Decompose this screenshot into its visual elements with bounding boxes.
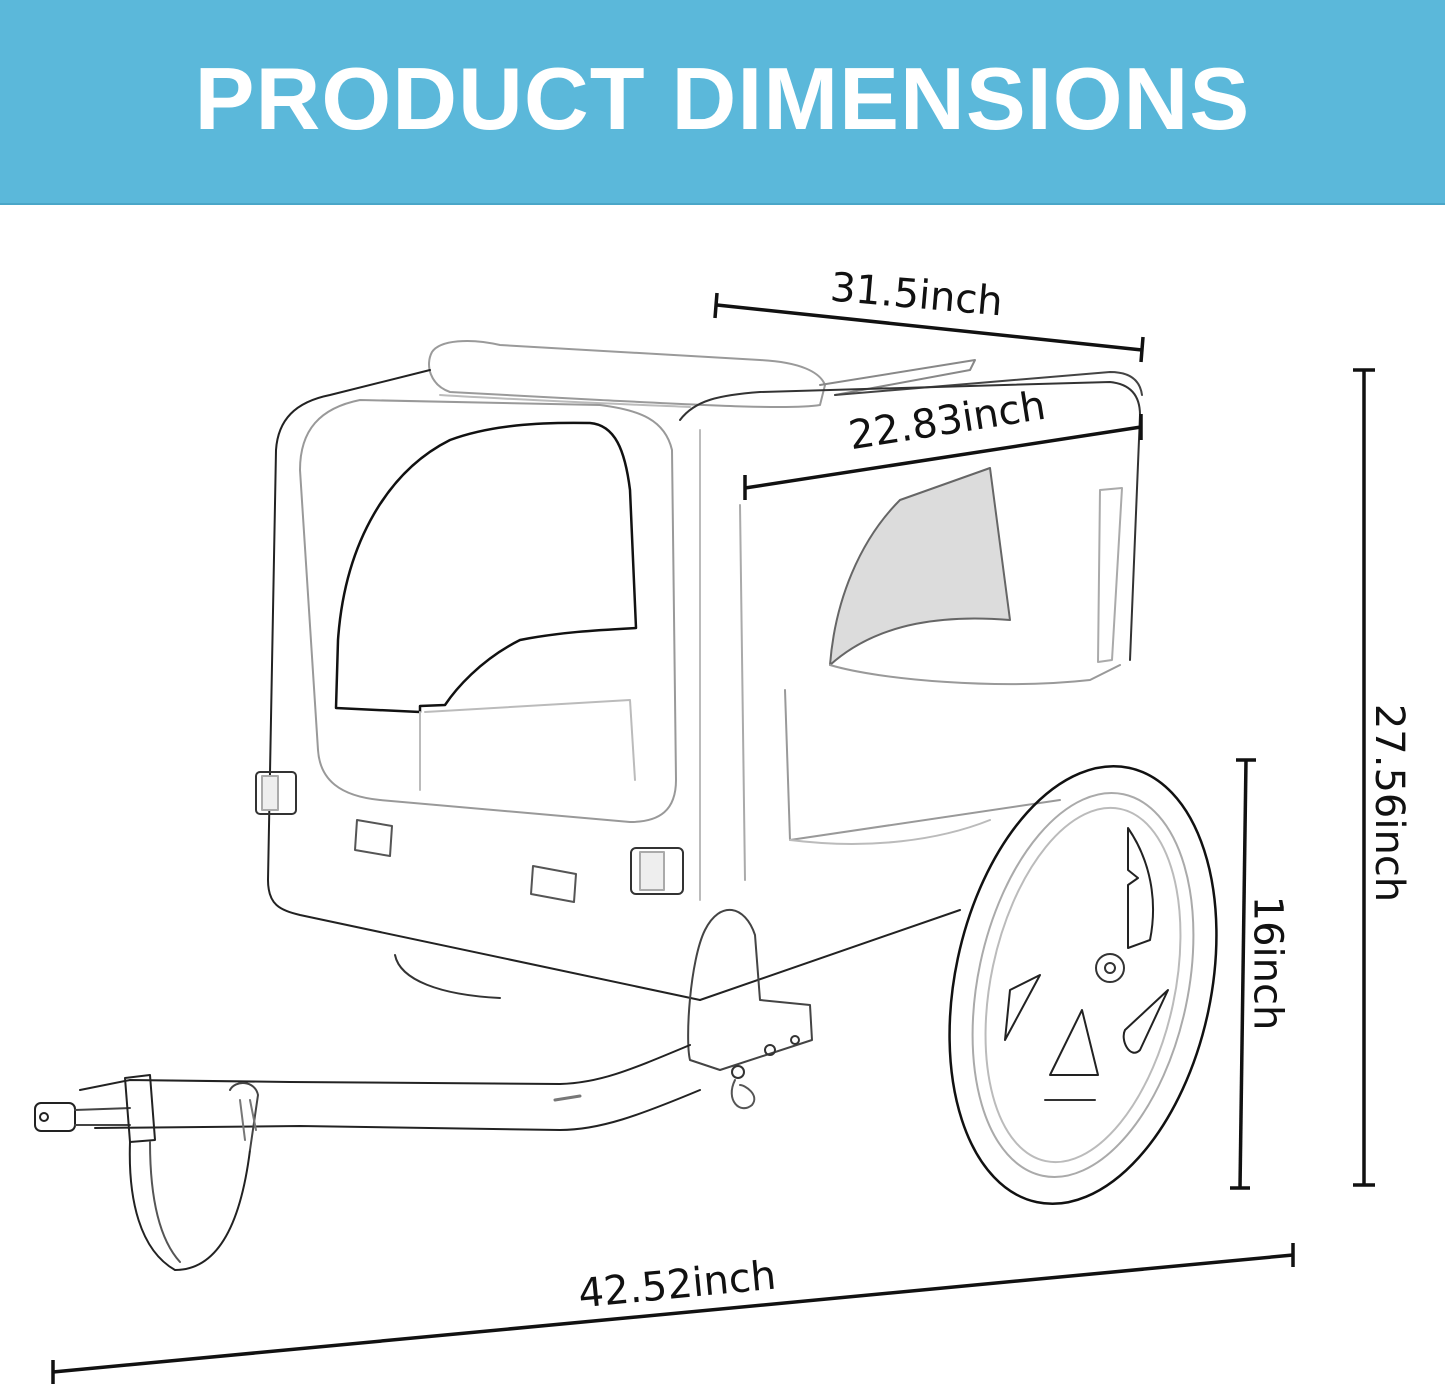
page-title: PRODUCT DIMENSIONS <box>194 48 1251 148</box>
dimension-label-wheel-diameter: 16inch <box>1244 895 1291 1031</box>
banner-divider <box>0 203 1445 205</box>
dimension-label-overall-height: 27.56inch <box>1366 703 1413 903</box>
header-banner: PRODUCT DIMENSIONS <box>0 0 1445 203</box>
